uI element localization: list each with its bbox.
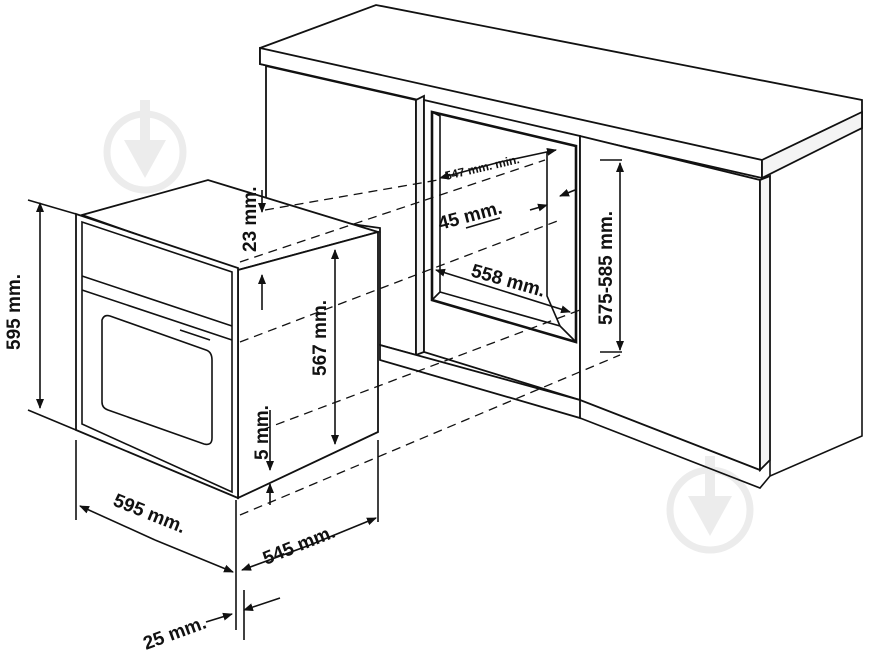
projection-lines bbox=[239, 159, 622, 516]
label-oven-height: 595 mm. bbox=[4, 274, 25, 350]
oven-window bbox=[101, 314, 213, 446]
watermark-logo-icon bbox=[666, 456, 754, 554]
label-oven-depth: 545 mm. bbox=[260, 522, 338, 570]
watermark-logo-icon bbox=[103, 100, 187, 194]
label-top-gap: 23 mm. bbox=[240, 187, 261, 252]
dimension-arrows bbox=[27, 147, 624, 640]
label-oven-width: 595 mm. bbox=[110, 490, 188, 538]
niche-frame bbox=[423, 98, 581, 402]
oven-front bbox=[75, 212, 239, 500]
label-front-panel: 25 mm. bbox=[141, 613, 210, 653]
label-body-height: 567 mm. bbox=[310, 300, 331, 376]
kitchen-cabinet bbox=[259, 4, 863, 489]
label-bottom-gap: 5 mm. bbox=[252, 405, 273, 460]
oven bbox=[75, 179, 382, 500]
label-niche-height: 575-585 mm. bbox=[596, 211, 617, 325]
